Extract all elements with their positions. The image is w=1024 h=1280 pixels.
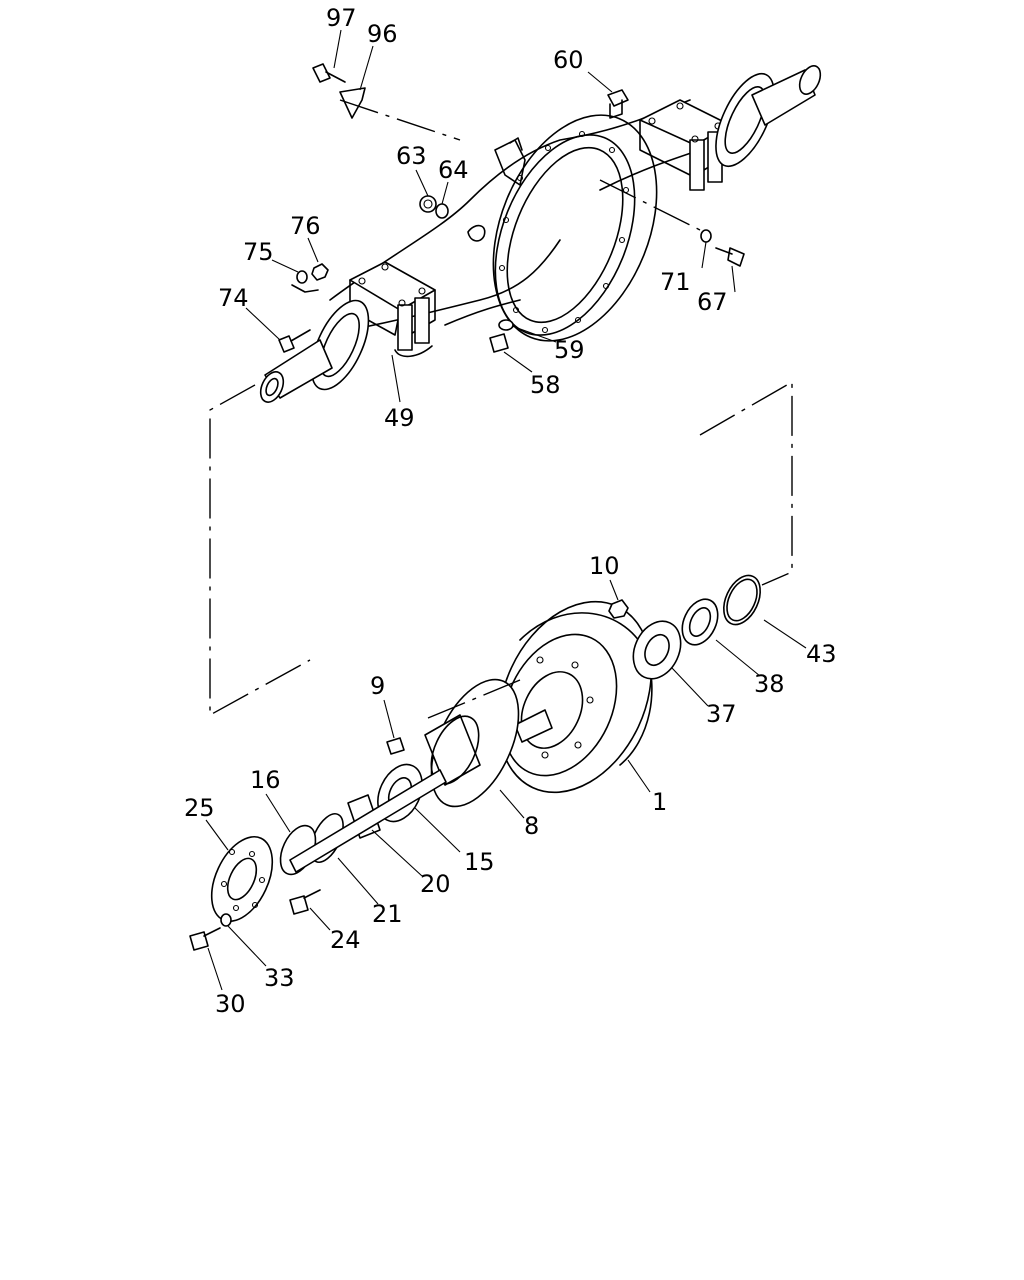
part-label-37: 37 bbox=[706, 700, 737, 728]
part-label-67: 67 bbox=[697, 288, 728, 316]
part-label-25: 25 bbox=[184, 794, 215, 822]
axle-housing bbox=[259, 65, 822, 403]
part-label-15: 15 bbox=[464, 848, 495, 876]
part-label-58: 58 bbox=[530, 371, 561, 399]
part-label-16: 16 bbox=[250, 766, 281, 794]
upper-hardware bbox=[278, 63, 745, 353]
part-label-63: 63 bbox=[396, 142, 427, 170]
part-label-71: 71 bbox=[660, 268, 691, 296]
part-label-1: 1 bbox=[652, 788, 667, 816]
part-label-60: 60 bbox=[553, 46, 584, 74]
leader-lines bbox=[205, 29, 807, 991]
part-label-9: 9 bbox=[370, 672, 385, 700]
part-label-96: 96 bbox=[367, 20, 398, 48]
part-label-43: 43 bbox=[806, 640, 837, 668]
part-label-24: 24 bbox=[330, 926, 361, 954]
part-label-38: 38 bbox=[754, 670, 785, 698]
part-label-20: 20 bbox=[420, 870, 451, 898]
part-label-64: 64 bbox=[438, 156, 469, 184]
part-label-33: 33 bbox=[264, 964, 295, 992]
part-label-75: 75 bbox=[243, 238, 274, 266]
part-label-49: 49 bbox=[384, 404, 415, 432]
part-label-74: 74 bbox=[218, 284, 249, 312]
hub-drum-assembly bbox=[189, 574, 761, 951]
part-label-59: 59 bbox=[554, 336, 585, 364]
part-label-97: 97 bbox=[326, 4, 357, 32]
part-labels: 97 96 60 63 64 76 75 74 71 67 59 58 49 1… bbox=[184, 4, 837, 1018]
assembly-lines bbox=[209, 99, 793, 719]
part-label-21: 21 bbox=[372, 900, 403, 928]
part-label-30: 30 bbox=[215, 990, 246, 1018]
part-label-8: 8 bbox=[524, 812, 539, 840]
part-label-10: 10 bbox=[589, 552, 620, 580]
part-label-76: 76 bbox=[290, 212, 321, 240]
